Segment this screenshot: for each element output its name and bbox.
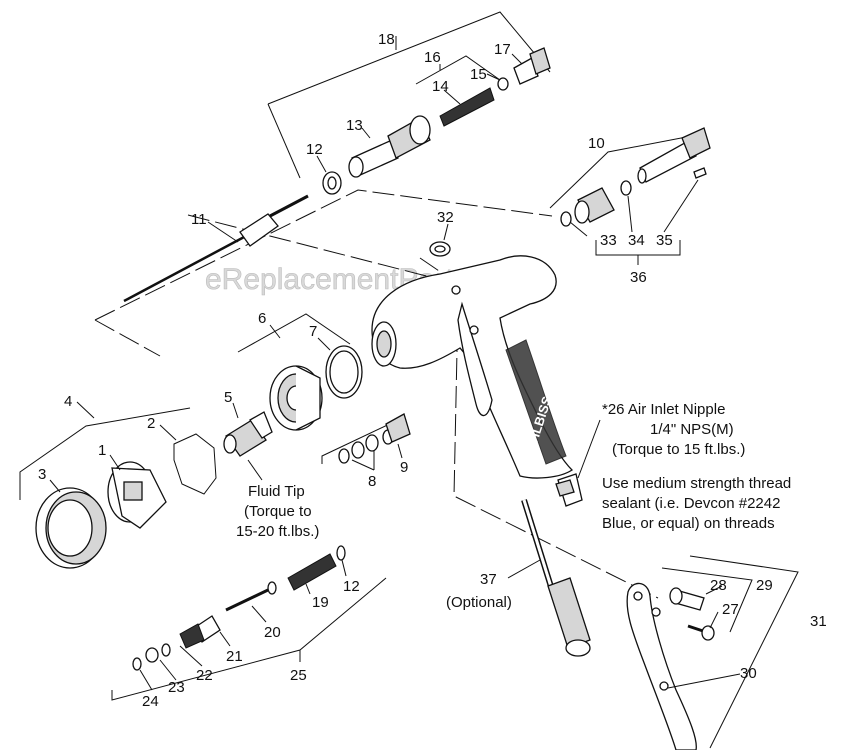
gun-body: DeVILBISS: [371, 255, 574, 479]
part-label-36: 36: [630, 269, 647, 286]
air-inlet-line-2: 1/4" NPS(M): [650, 421, 734, 438]
thread-note-line-3: Blue, or equal) on threads: [602, 515, 775, 532]
part-label-15: 15: [470, 66, 487, 83]
part-label-21: 21: [226, 648, 243, 665]
thread-note-line-1: Use medium strength thread: [602, 475, 791, 492]
part-label-20: 20: [264, 624, 281, 641]
thread-sealant-note: Use medium strength thread sealant (i.e.…: [602, 475, 791, 532]
leader-lines: [49, 53, 741, 691]
part-label-12: 12: [306, 141, 323, 158]
part-label-19: 19: [312, 594, 329, 611]
part-label-3: 3: [38, 466, 46, 483]
part-label-29: 29: [756, 577, 773, 594]
part-label-30: 30: [740, 665, 757, 682]
part-15: [497, 77, 509, 91]
part-label-2: 2: [147, 415, 155, 432]
needle-11: [123, 194, 309, 303]
part-label-23: 23: [168, 679, 185, 696]
air-inlet-nipple-26: [555, 473, 583, 507]
alignment-lines: [94, 189, 659, 599]
part-label-8: 8: [368, 473, 376, 490]
pin-28: [669, 587, 705, 611]
air-cap-1: [107, 461, 167, 529]
part-label-22: 22: [196, 667, 213, 684]
ring-34: [620, 180, 632, 196]
spring-14: [439, 87, 495, 127]
group-18-bracket: [267, 11, 551, 105]
trigger-30: [626, 582, 697, 750]
part-label-7: 7: [309, 323, 317, 340]
fluid-tip-note: Fluid Tip (Torque to 15-20 ft.lbs.): [236, 483, 319, 540]
part-label-34: 34: [628, 232, 645, 249]
group-10-bracket: [549, 133, 703, 209]
part-label-13: 13: [346, 117, 363, 134]
group-31-bracket: [689, 555, 799, 749]
washer-12-lower: [336, 545, 346, 561]
air-valve-10: [637, 127, 711, 184]
ring-22: [161, 643, 171, 657]
part-number-labels: 18 16 17 15 14 13 12 11 10 32 33 34 35 3…: [38, 31, 827, 710]
air-inlet-note: *26 Air Inlet Nipple 1/4" NPS(M) (Torque…: [602, 401, 745, 458]
group-29-bracket: [661, 567, 753, 633]
pin-35: [693, 167, 707, 179]
part-label-16: 16: [424, 49, 441, 66]
valve-housing-33: [574, 187, 615, 224]
group-16-bracket: [415, 55, 501, 85]
group-4-bracket: [19, 407, 191, 500]
rod-20: [225, 581, 277, 612]
cartridge-21: [179, 615, 221, 649]
part-label-1: 1: [98, 442, 106, 459]
part-label-37: 37: [480, 571, 497, 588]
part-label-5: 5: [224, 389, 232, 406]
part-label-9: 9: [400, 459, 408, 476]
group-6-bracket: [237, 313, 351, 353]
baffle-6: [269, 365, 323, 431]
part-label-32: 32: [437, 209, 454, 226]
part-label-24: 24: [142, 693, 159, 710]
fluid-tip-torque-1: (Torque to: [244, 503, 312, 520]
part-label-17: 17: [494, 41, 511, 58]
part-label-31: 31: [810, 613, 827, 630]
clip-2: [173, 433, 217, 495]
fluid-tip-torque-2: 15-20 ft.lbs.): [236, 523, 319, 540]
part-label-14: 14: [432, 78, 449, 95]
optional-label: (Optional): [446, 594, 512, 611]
screw-9: [385, 413, 411, 443]
washer-23: [145, 647, 159, 663]
part-label-28: 28: [710, 577, 727, 594]
adjusting-knob-17: [513, 47, 551, 85]
screw-27: [687, 624, 715, 641]
part-label-25: 25: [290, 667, 307, 684]
part-label-35: 35: [656, 232, 673, 249]
group-8-bracket: [321, 419, 399, 464]
part-label-4: 4: [64, 393, 72, 410]
spring-19: [287, 553, 337, 591]
optional-fitting-37: [521, 499, 591, 657]
air-inlet-line-3: (Torque to 15 ft.lbs.): [612, 441, 745, 458]
group-25-bracket: [111, 577, 387, 701]
air-inlet-line-1: *26 Air Inlet Nipple: [602, 401, 725, 418]
part-label-18: 18: [378, 31, 395, 48]
part-label-33: 33: [600, 232, 617, 249]
thread-note-line-2: sealant (i.e. Devcon #2242: [602, 495, 780, 512]
packing-nut-13: [348, 115, 431, 178]
fluid-tip-5: [223, 411, 273, 457]
retaining-ring-3: [35, 487, 107, 569]
fluid-tip-title: Fluid Tip: [248, 483, 305, 500]
clip-24: [132, 657, 142, 671]
part-label-10: 10: [588, 135, 605, 152]
part-label-6: 6: [258, 310, 266, 327]
part-label-11: 11: [191, 211, 207, 228]
part-label-12-lower: 12: [343, 578, 360, 595]
part-label-27: 27: [722, 601, 739, 618]
